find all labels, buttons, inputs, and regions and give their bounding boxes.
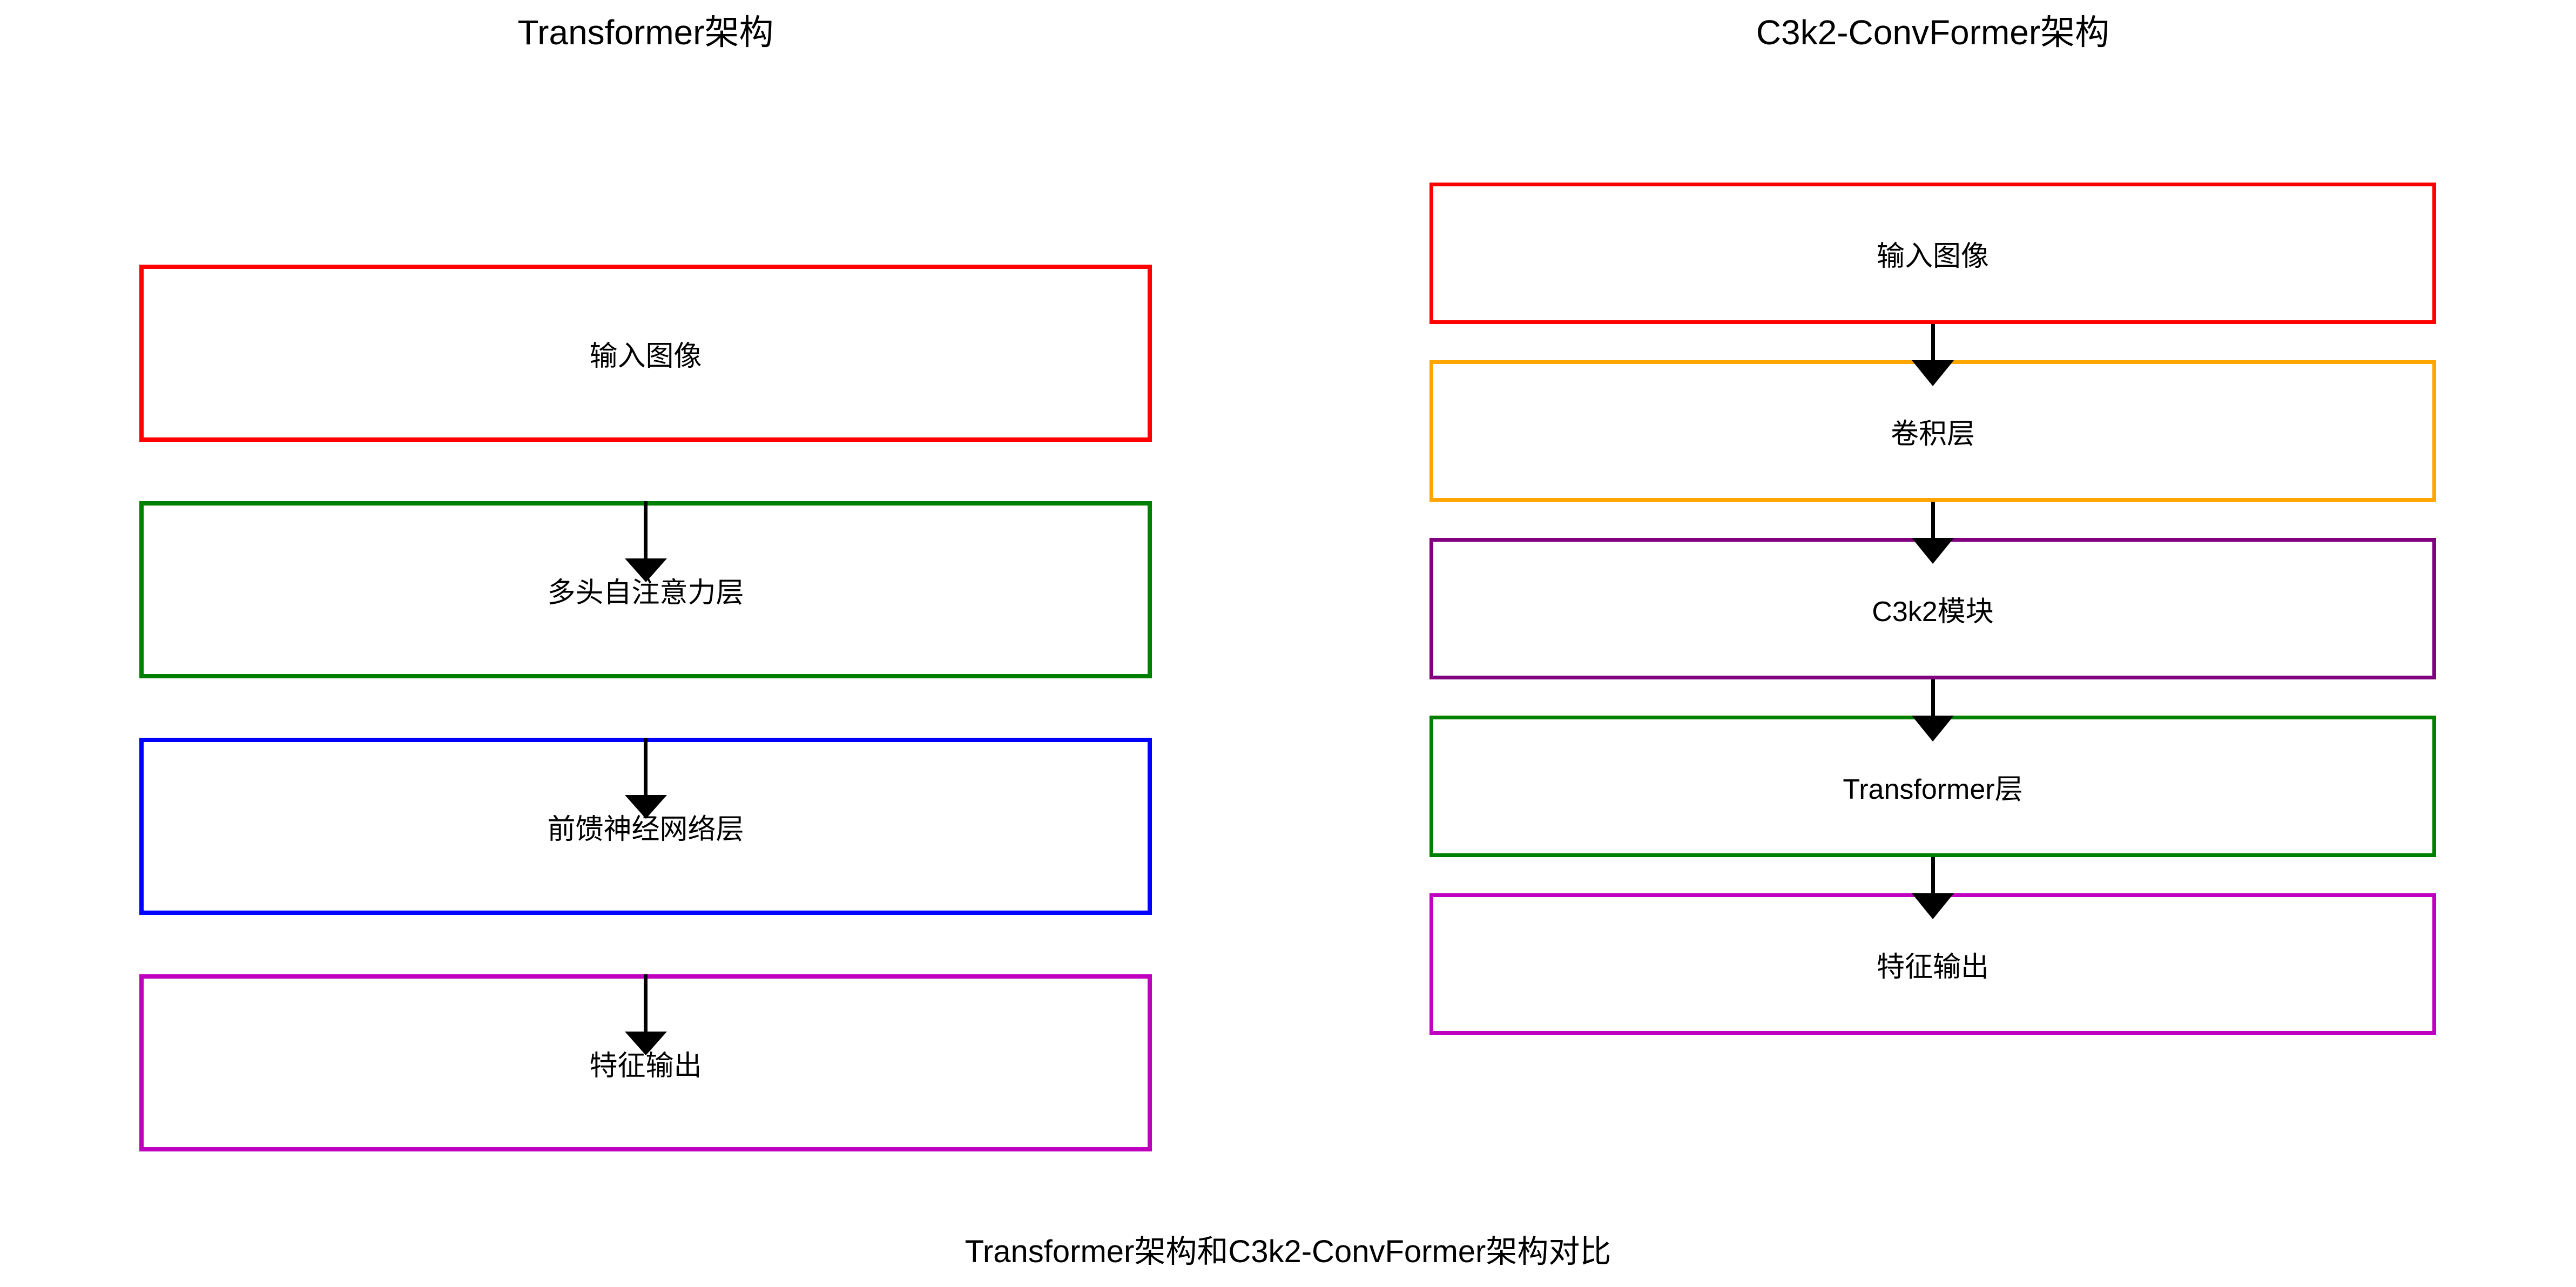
box-label: Transformer层 bbox=[1843, 773, 2023, 805]
box-label: 多头自注意力层 bbox=[547, 577, 744, 609]
down-arrow bbox=[1912, 324, 1954, 386]
arrow-head-icon bbox=[1912, 716, 1954, 742]
box-label: 输入图像 bbox=[1876, 240, 1989, 272]
transformer-box-1: 输入图像 bbox=[139, 265, 1152, 442]
down-arrow bbox=[1912, 502, 1954, 564]
arrow-line bbox=[644, 974, 648, 1032]
box-label: 前馈神经网络层 bbox=[547, 813, 744, 845]
arrow-head-icon bbox=[624, 1032, 667, 1055]
c3k2-convformer-box-1: 输入图像 bbox=[1429, 183, 2436, 324]
down-arrow bbox=[1912, 679, 1954, 742]
diagram-caption: Transformer架构和C3k2-ConvFormer架构对比 bbox=[965, 1234, 1611, 1269]
left-column-title: Transformer架构 bbox=[517, 13, 774, 52]
down-arrow bbox=[1912, 857, 1954, 919]
arrow-head-icon bbox=[624, 795, 667, 819]
arrow-line bbox=[1931, 857, 1935, 893]
down-arrow bbox=[624, 501, 667, 582]
column-c3k2-convformer: C3k2-ConvFormer架构 输入图像卷积层 C3k2模块 Transform… bbox=[1429, 0, 2436, 1287]
arrow-line bbox=[1931, 502, 1935, 538]
down-arrow bbox=[624, 738, 667, 819]
arrow-line bbox=[644, 501, 648, 558]
arrow-head-icon bbox=[1912, 893, 1954, 919]
arrow-head-icon bbox=[1912, 360, 1954, 386]
down-arrow bbox=[624, 974, 667, 1055]
arrow-line bbox=[644, 738, 648, 795]
arrow-line bbox=[1931, 324, 1935, 360]
box-label: C3k2模块 bbox=[1872, 596, 1994, 628]
box-label: 特征输出 bbox=[1876, 951, 1989, 983]
box-label: 输入图像 bbox=[589, 340, 702, 372]
right-column-title: C3k2-ConvFormer架构 bbox=[1756, 13, 2110, 52]
arrow-head-icon bbox=[1912, 538, 1954, 564]
arrow-line bbox=[1931, 679, 1935, 716]
arrow-head-icon bbox=[624, 558, 667, 582]
box-label: 特征输出 bbox=[589, 1050, 702, 1082]
column-transformer: Transformer架构 输入图像多头自注意力层前馈神经网络层特征输出 bbox=[139, 0, 1152, 1287]
box-label: 卷积层 bbox=[1890, 418, 1975, 450]
